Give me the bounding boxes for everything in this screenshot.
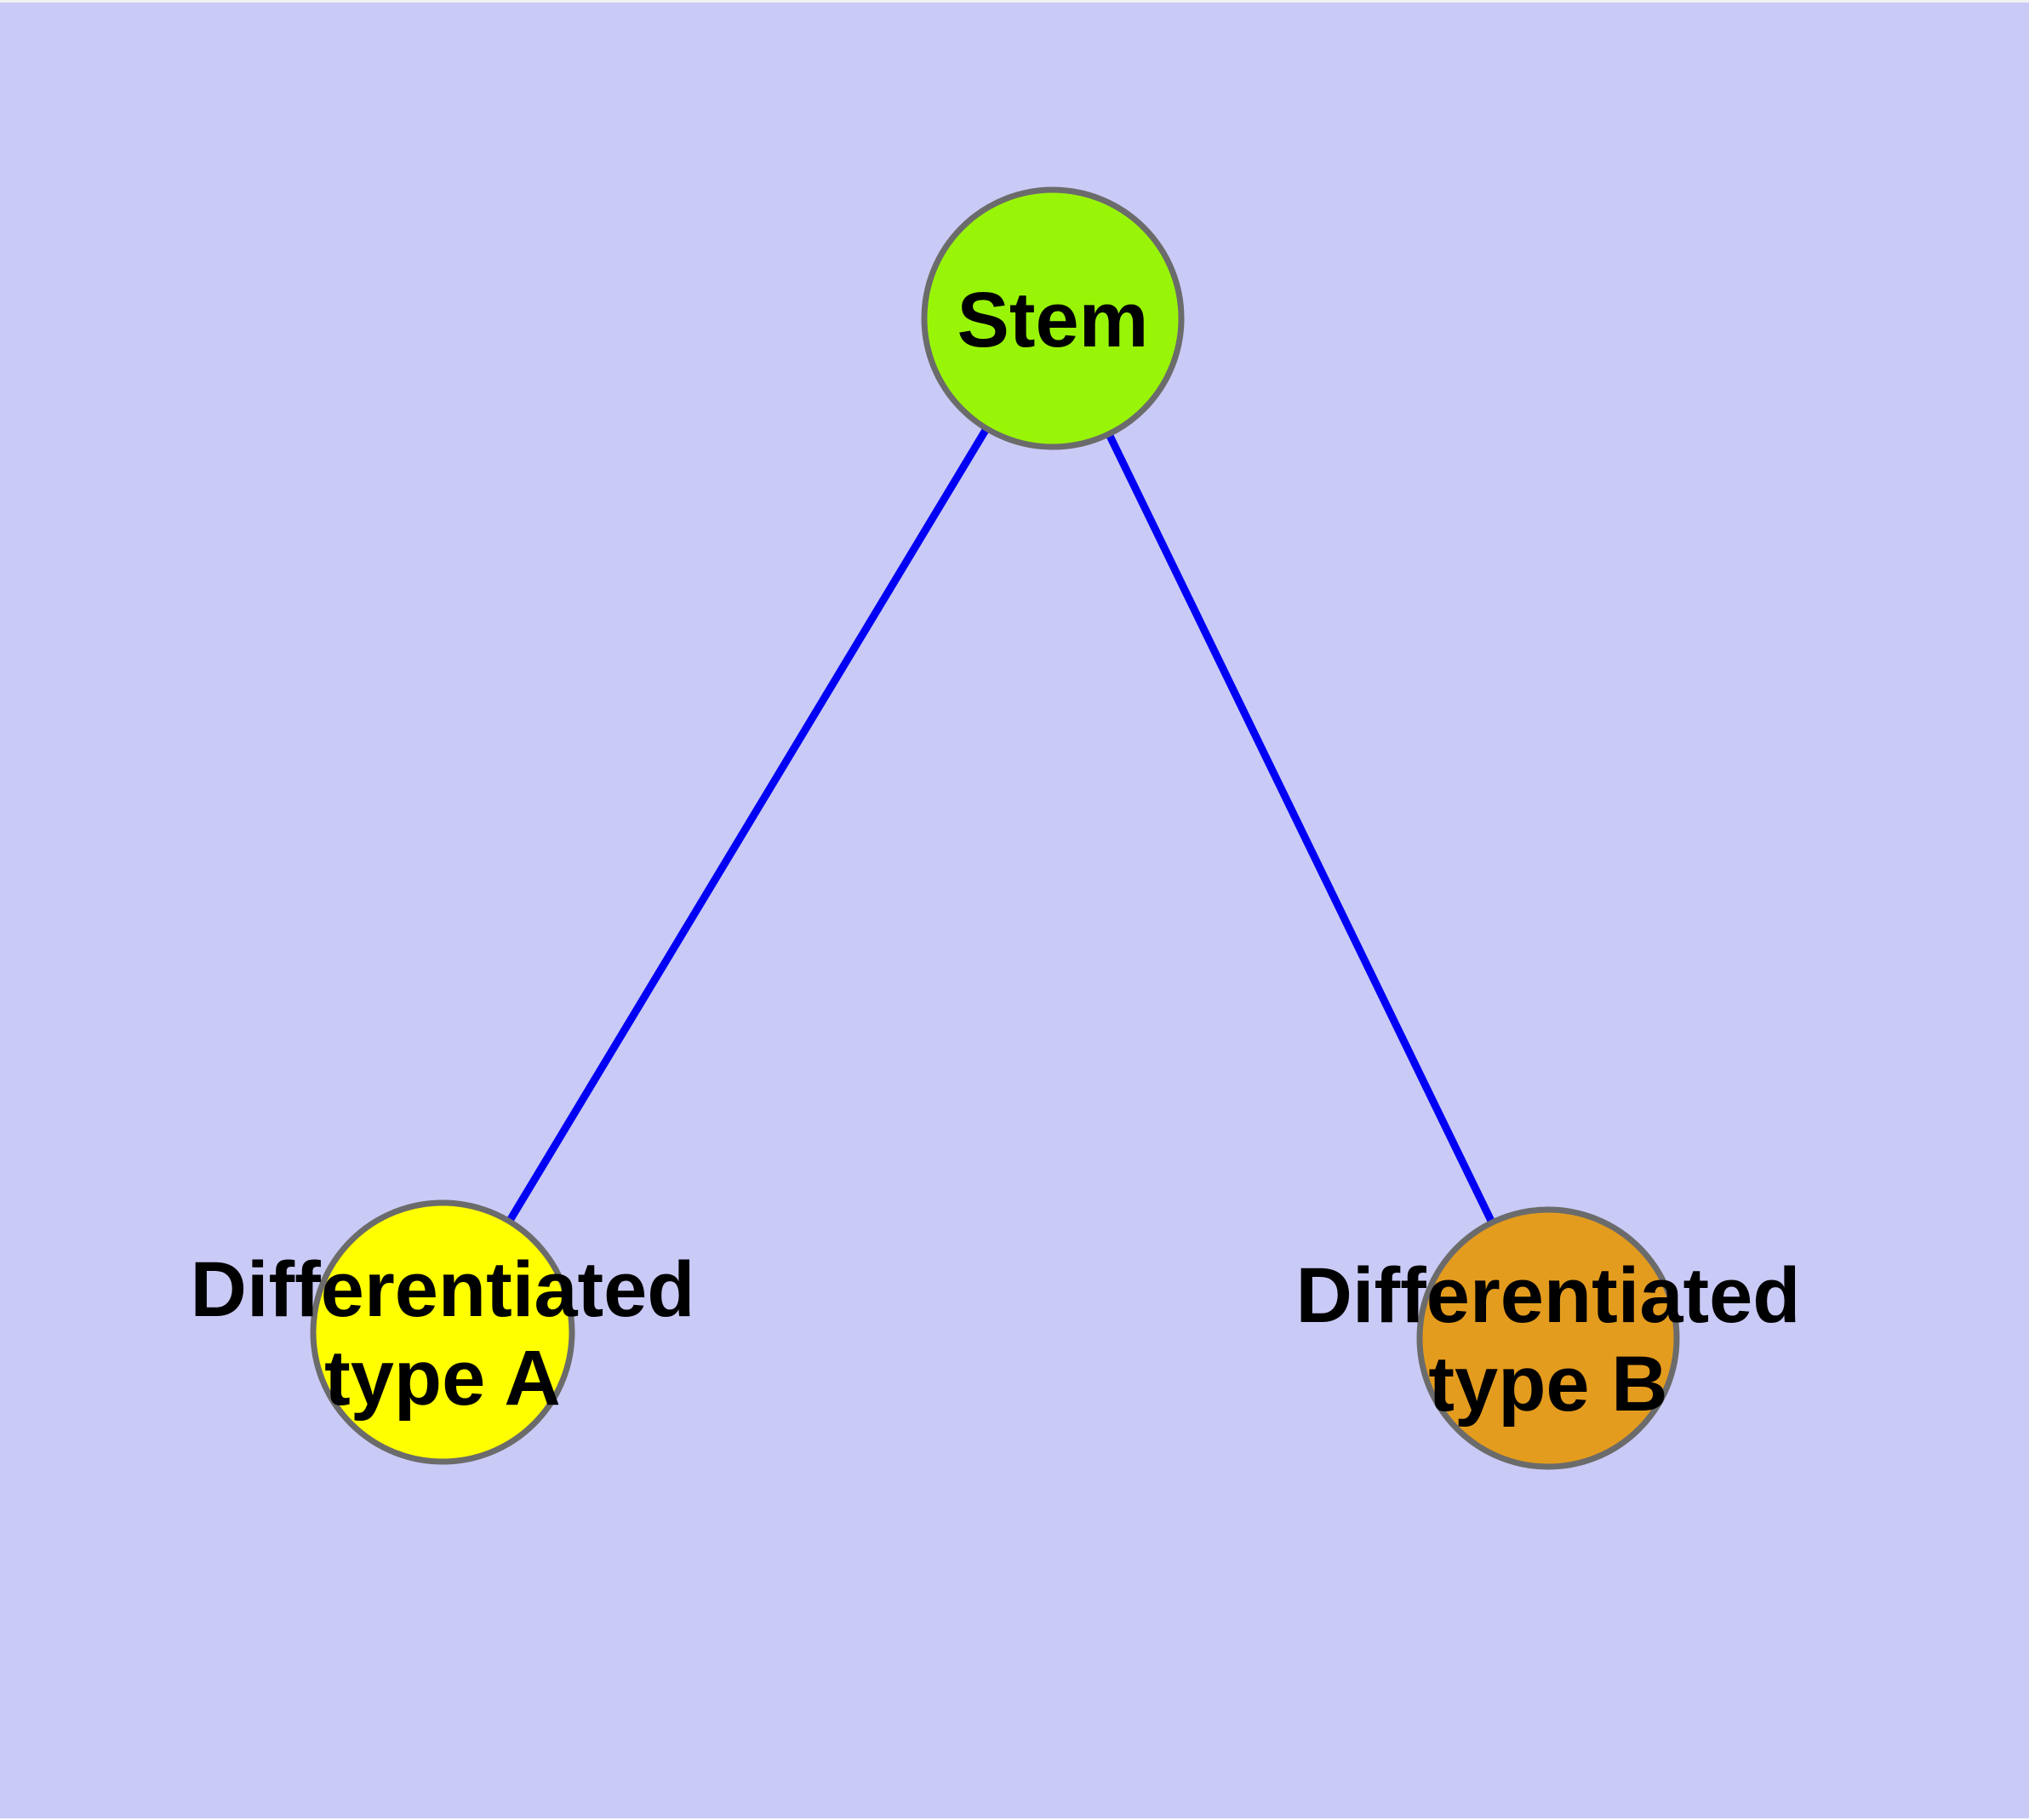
node-differentiated-type-a-label-line2: type A xyxy=(324,1335,561,1422)
node-differentiated-type-b-circle[interactable] xyxy=(1416,1206,1680,1470)
node-stem[interactable]: Stem xyxy=(921,186,1185,450)
edge-stem-to-type-b xyxy=(1049,314,1552,1342)
edge-stem-to-type-a xyxy=(438,314,1057,1336)
node-differentiated-type-a-circle[interactable] xyxy=(310,1199,575,1465)
node-differentiated-type-b-label-line2: type B xyxy=(1428,1341,1667,1428)
bottom-edge-artifact xyxy=(0,1818,2029,1820)
node-differentiated-type-b[interactable]: Differentiated type B xyxy=(1296,1206,1801,1470)
node-differentiated-type-a-label-line1: Differentiated xyxy=(191,1246,695,1333)
node-differentiated-type-a[interactable]: Differentiated type A xyxy=(191,1199,695,1465)
node-stem-circle[interactable] xyxy=(921,186,1185,450)
node-differentiated-type-b-label-line1: Differentiated xyxy=(1296,1252,1801,1339)
top-edge-artifact xyxy=(0,0,2029,3)
node-stem-label: Stem xyxy=(957,277,1149,363)
